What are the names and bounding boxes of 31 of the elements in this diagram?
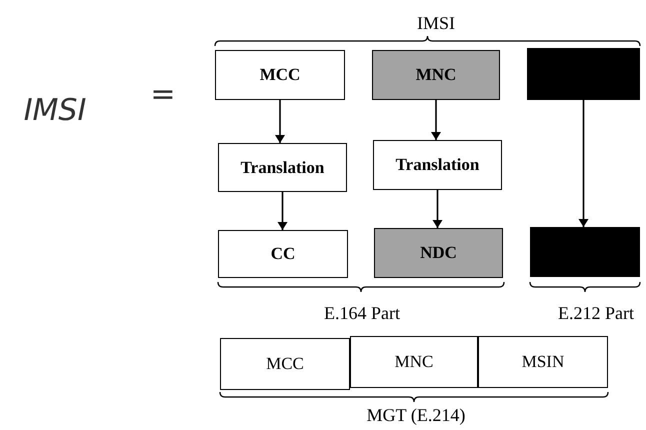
arrow xyxy=(431,100,441,140)
field-name: MSIN xyxy=(522,351,564,374)
field-box xyxy=(220,338,350,390)
field-box xyxy=(215,50,345,100)
field-box xyxy=(218,230,348,278)
field-name: MNC xyxy=(394,351,434,374)
field-name: MNC xyxy=(416,64,456,86)
filled-box xyxy=(530,227,640,277)
shaded-field-box xyxy=(372,50,500,100)
handwritten-note: IMSI xyxy=(22,92,88,130)
field-box xyxy=(478,336,608,388)
field-name: Translation xyxy=(396,154,480,176)
arrow xyxy=(578,100,588,227)
brace-label: MGT (E.214) xyxy=(366,404,466,427)
handwritten-note: = xyxy=(149,76,177,114)
field-name: CC xyxy=(270,243,296,266)
field-box xyxy=(350,336,478,388)
field-box xyxy=(218,143,347,192)
arrow xyxy=(275,100,285,143)
field-name: MCC xyxy=(266,353,304,376)
brace-label: E.212 Part xyxy=(557,302,635,325)
brace-label: E.164 Part xyxy=(323,302,401,325)
field-name: NDC xyxy=(420,242,457,264)
field-name: Translation xyxy=(240,156,324,179)
field-box xyxy=(373,140,502,190)
shaded-field-box xyxy=(374,228,503,278)
brace-label: IMSI xyxy=(416,12,456,35)
arrow xyxy=(432,190,442,228)
filled-box xyxy=(527,48,640,100)
field-name: MCC xyxy=(260,64,300,86)
arrow xyxy=(278,192,288,230)
